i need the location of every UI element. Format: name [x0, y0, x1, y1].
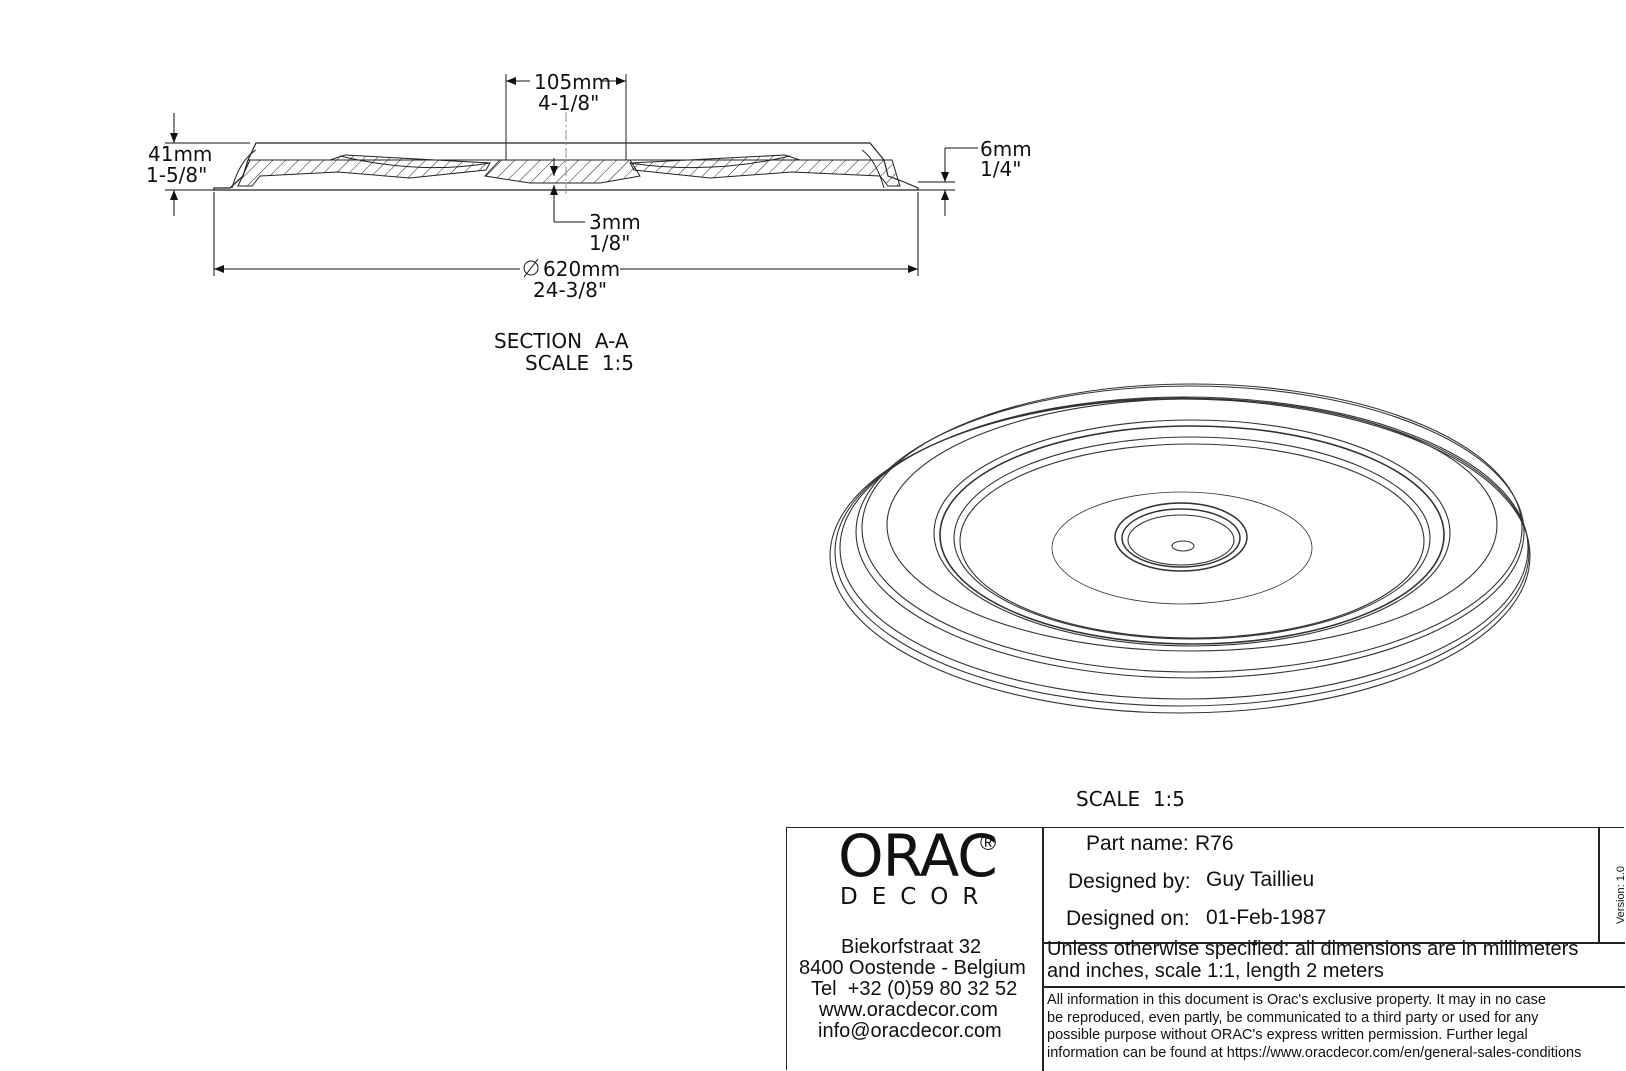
logo-main: ORAC: [838, 822, 998, 890]
email: info@oracdecor.com: [818, 1020, 1002, 1042]
website: www.oracdecor.com: [819, 999, 998, 1021]
dim-hole: [550, 158, 585, 223]
dim-height: [165, 113, 250, 216]
note-line: and inches, scale 1:1, length 2 meters: [1047, 960, 1384, 982]
dim-diameter-mm: 620mm: [543, 257, 620, 281]
dim-hole-in: 1/8": [589, 231, 630, 255]
legal-line: All information in this document is Orac…: [1047, 992, 1546, 1008]
address-line: Biekorfstraat 32: [841, 936, 982, 958]
phone: Tel +32 (0)59 80 32 52: [811, 978, 1018, 1000]
dim-hole-mm: 3mm: [589, 210, 641, 234]
designed-by-value: Guy Taillieu: [1206, 868, 1315, 891]
part-name-value: R76: [1195, 832, 1234, 855]
dim-edge-mm: 6mm: [980, 137, 1032, 161]
dim-height-mm: 41mm: [148, 142, 212, 166]
legal-line: be reproduced, even partly, be communica…: [1047, 1010, 1539, 1026]
section-hatch-center: [483, 159, 641, 184]
legal-line: possible purpose without ORAC's express …: [1047, 1027, 1528, 1043]
designed-by-label: Designed by:: [1068, 870, 1191, 893]
note-line: Unless otherwise specified: all dimensio…: [1047, 938, 1579, 960]
part-name-label: Part name:: [1086, 832, 1189, 855]
logo-sub: DECOR: [840, 884, 993, 910]
dim-edge: [918, 147, 978, 216]
dim-edge-in: 1/4": [980, 157, 1021, 181]
designed-on-value: 01-Feb-1987: [1206, 906, 1327, 929]
dim-hub-width-in: 4-1/8": [538, 91, 599, 115]
dim-hub-width-mm: 105mm: [534, 70, 611, 94]
legal-line: information can be found at https://www.…: [1047, 1045, 1582, 1061]
dim-diameter-in: 24-3/8": [533, 278, 607, 302]
logo-registered: ®: [980, 830, 997, 855]
section-label: SECTION A-A: [494, 329, 629, 353]
dim-height-in: 1-5/8": [146, 163, 207, 187]
designed-on-label: Designed on:: [1066, 907, 1190, 930]
iso-scale-label: SCALE 1:5: [1076, 787, 1185, 811]
section-scale: SCALE 1:5: [525, 351, 634, 375]
logo: ORAC ®: [838, 822, 998, 890]
isometric-view: [829, 383, 1531, 714]
title-block: [786, 827, 1625, 1071]
section-view: [213, 74, 919, 196]
dim-diameter: [213, 192, 919, 278]
address-line: 8400 Oostende - Belgium: [799, 957, 1026, 979]
version: Version: 1.0: [1615, 865, 1626, 925]
